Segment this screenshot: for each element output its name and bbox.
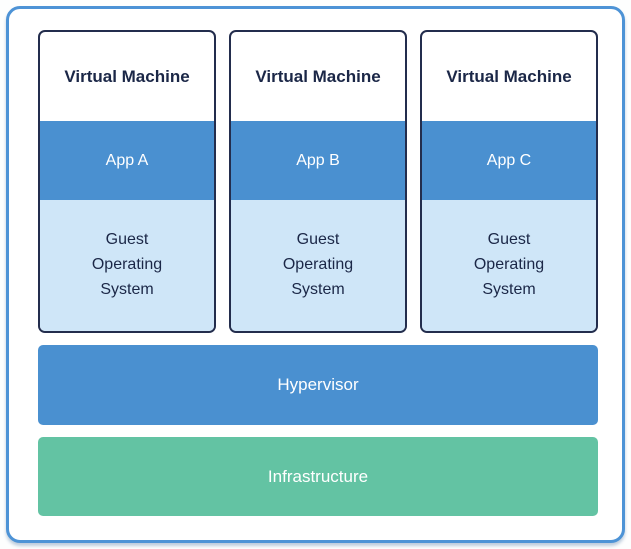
vm-box-1: Virtual Machine App A Guest Operating Sy… xyxy=(38,30,216,333)
guest-os-layer: Guest Operating System xyxy=(231,200,405,331)
guest-os-line: System xyxy=(482,280,536,298)
vm-box-3: Virtual Machine App C Guest Operating Sy… xyxy=(420,30,598,333)
hypervisor-layer: Hypervisor xyxy=(38,345,598,425)
infrastructure-layer: Infrastructure xyxy=(38,437,598,516)
vm-title: Virtual Machine xyxy=(255,66,381,86)
guest-os-line: Operating xyxy=(91,256,163,274)
vm-row: Virtual Machine App A Guest Operating Sy… xyxy=(38,30,598,333)
vm-title: Virtual Machine xyxy=(64,66,190,86)
vm-box-2: Virtual Machine App B Guest Operating Sy… xyxy=(229,30,407,333)
guest-os-line: Guest xyxy=(487,231,531,249)
vm-title: Virtual Machine xyxy=(446,66,572,86)
guest-os-layer: Guest Operating System xyxy=(40,200,214,331)
guest-os-line: System xyxy=(100,280,154,298)
app-layer: App B xyxy=(231,121,405,200)
guest-os-line: Operating xyxy=(282,256,354,274)
guest-os-line: Guest xyxy=(105,231,149,249)
guest-os-line: Guest xyxy=(296,231,340,249)
guest-os-line: Operating xyxy=(473,256,545,274)
virtualization-diagram-card: Virtual Machine App A Guest Operating Sy… xyxy=(6,6,625,543)
guest-os-line: System xyxy=(291,280,345,298)
app-layer: App A xyxy=(40,121,214,200)
app-layer: App C xyxy=(422,121,596,200)
guest-os-layer: Guest Operating System xyxy=(422,200,596,331)
